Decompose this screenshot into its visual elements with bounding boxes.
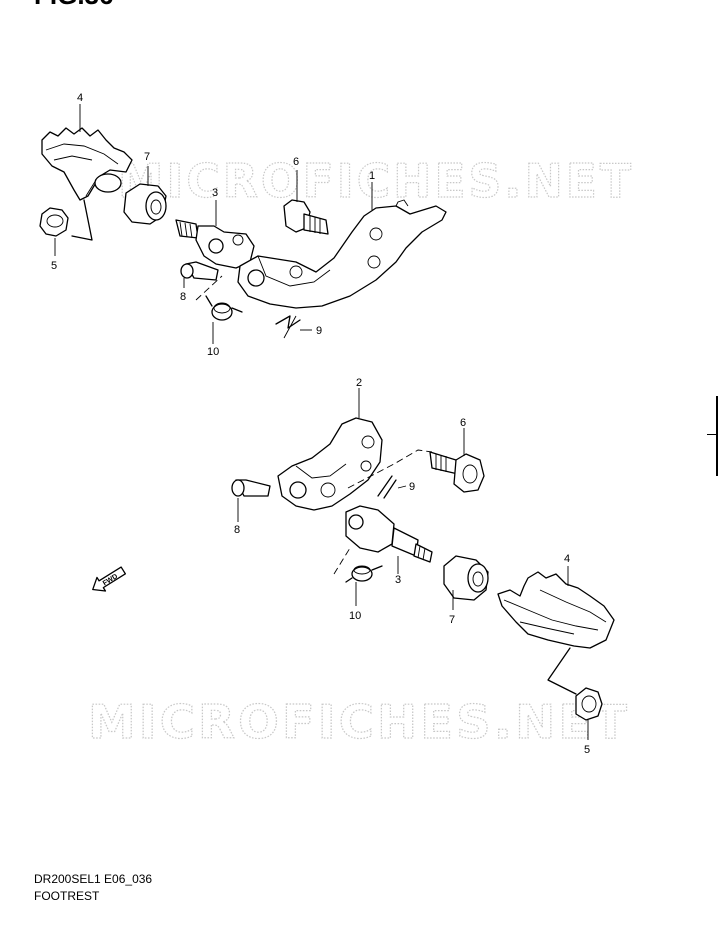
cotter-pin-top <box>275 315 312 339</box>
figure-label: FIG.36 <box>34 0 113 10</box>
edge-tick <box>707 434 718 435</box>
watermark-top: MICROFICHES.NET <box>118 154 634 208</box>
bolt-bottom <box>429 428 485 493</box>
callout-3-top: 3 <box>212 187 218 199</box>
bushing-bottom <box>443 555 489 610</box>
callout-4-top: 4 <box>77 92 83 104</box>
callout-7-top: 7 <box>144 151 150 163</box>
callout-1: 1 <box>369 170 375 182</box>
watermark-bottom: MICROFICHES.NET <box>88 695 630 749</box>
callout-7-bottom: 7 <box>449 614 455 626</box>
callout-5-top: 5 <box>51 260 57 272</box>
footrest-peg-bottom <box>497 566 615 695</box>
callout-9-bottom: 9 <box>409 481 415 493</box>
pin-bottom <box>231 479 271 522</box>
callout-2: 2 <box>356 377 362 389</box>
footrest-peg-top <box>41 104 133 201</box>
bottom-assembly: 2 6 9 8 3 10 7 4 5 <box>231 377 615 756</box>
callout-9-top: 9 <box>316 325 322 337</box>
bushing-top <box>123 166 167 225</box>
callout-8-top: 8 <box>180 291 186 303</box>
pin-top <box>180 261 223 301</box>
callout-6-top: 6 <box>293 156 299 168</box>
pivot-top <box>175 200 255 269</box>
fwd-arrow-icon: FWD <box>92 566 127 592</box>
edge-mark <box>716 396 718 476</box>
callout-10-top: 10 <box>207 346 219 358</box>
fwd-label: FWD <box>102 573 119 587</box>
footrest-bracket-2 <box>277 388 433 511</box>
spring-top <box>205 295 243 344</box>
cotter-pin-bottom <box>377 475 407 499</box>
spring-bottom <box>345 565 383 606</box>
callout-3-bottom: 3 <box>395 574 401 586</box>
callout-6-bottom: 6 <box>460 417 466 429</box>
callout-5-bottom: 5 <box>584 744 590 756</box>
pivot-bottom <box>333 505 433 575</box>
callout-8-bottom: 8 <box>234 524 240 536</box>
top-assembly: 4 7 3 6 1 5 8 10 9 <box>39 92 447 358</box>
bolt-top <box>283 170 329 235</box>
diagram-code: DR200SEL1 E06_036 <box>34 872 153 886</box>
footrest-bracket-1 <box>237 182 447 309</box>
diagram-name: FOOTREST <box>34 889 100 903</box>
nut-top <box>39 199 93 256</box>
callout-10-bottom: 10 <box>349 610 361 622</box>
nut-bottom <box>575 687 603 740</box>
callout-4-bottom: 4 <box>564 553 570 565</box>
